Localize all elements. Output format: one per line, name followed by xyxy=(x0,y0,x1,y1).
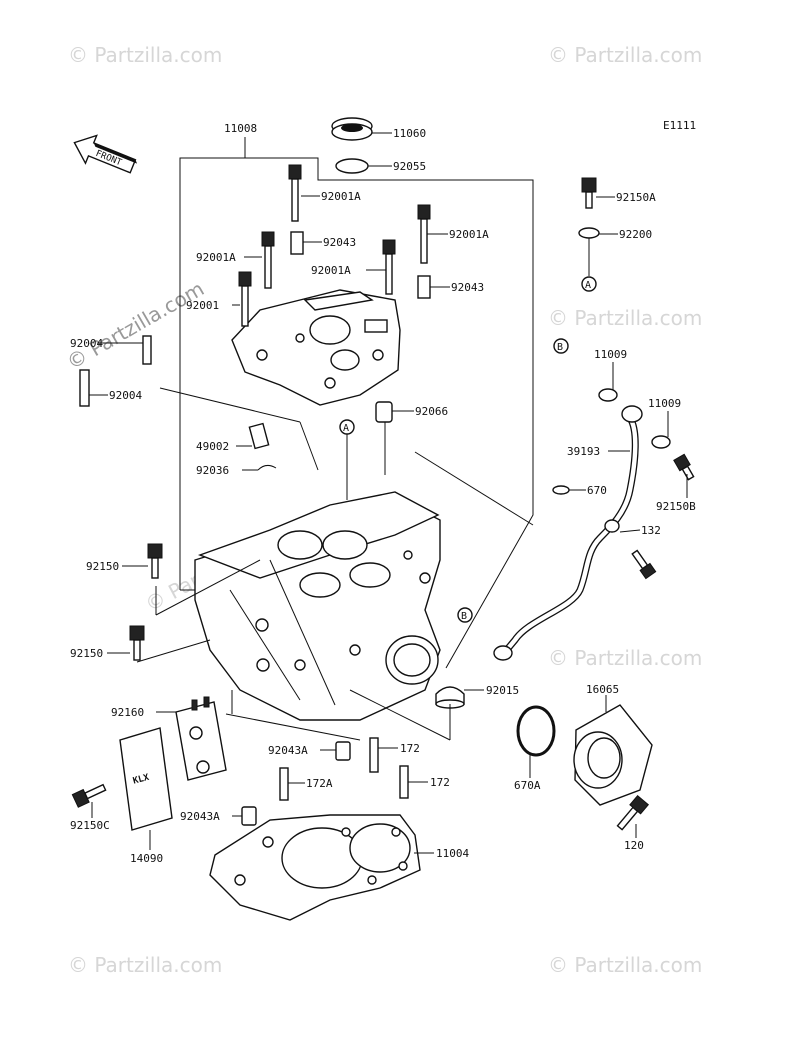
bolt-92001A-top xyxy=(288,164,302,222)
diagram-code: E1111 xyxy=(663,119,696,132)
label-11060: 11060 xyxy=(393,127,426,140)
bolt-132 xyxy=(631,549,657,580)
svg-text:B: B xyxy=(557,342,563,353)
ref-marker-b-head: B xyxy=(457,607,473,623)
gasket-11004 xyxy=(209,814,421,921)
label-92043-mid: 92043 xyxy=(451,281,484,294)
stud-92004-b xyxy=(79,369,90,407)
oring-670 xyxy=(552,485,570,495)
bolt-92150C xyxy=(71,783,107,808)
dowel-92066 xyxy=(375,401,393,423)
ref-marker-a-head: A xyxy=(339,419,355,435)
label-92001A-left: 92001A xyxy=(196,251,236,264)
svg-text:A: A xyxy=(585,280,591,291)
bolt-120 xyxy=(616,794,650,831)
oring-670A xyxy=(516,705,556,757)
label-92036: 92036 xyxy=(196,464,229,477)
plate-92160 xyxy=(175,696,227,781)
watermark-2: © Partzilla.com xyxy=(548,43,702,67)
bolt-92150A xyxy=(581,177,597,209)
stud-172-a xyxy=(369,737,379,773)
leader-lines xyxy=(89,132,688,854)
front-arrow: FRONT xyxy=(73,134,138,174)
label-14090: 14090 xyxy=(130,852,163,865)
label-11009-b: 11009 xyxy=(648,397,681,410)
seal-11060 xyxy=(331,117,373,141)
label-92001: 92001 xyxy=(186,299,219,312)
label-92200: 92200 xyxy=(619,228,652,241)
stud-172A xyxy=(279,767,289,801)
label-11004: 11004 xyxy=(436,847,469,860)
ref-marker-a-right: A xyxy=(581,276,597,292)
ref-marker-b-right: B xyxy=(553,338,569,354)
label-172-a: 172 xyxy=(400,742,420,755)
dowel-92043-top xyxy=(290,231,304,255)
bolt-92001A-right xyxy=(417,204,431,264)
label-11008: 11008 xyxy=(224,122,257,135)
dowel-92043-mid xyxy=(417,275,431,299)
label-92001A-right: 92001A xyxy=(449,228,489,241)
cover-14090: KLX xyxy=(119,727,173,831)
label-92150C: 92150C xyxy=(70,819,110,832)
oil-pipe-39193 xyxy=(493,405,643,661)
label-132: 132 xyxy=(641,524,661,537)
oring-92055 xyxy=(335,158,369,174)
label-92004-b: 92004 xyxy=(109,389,142,402)
holder-16065 xyxy=(573,704,653,806)
label-92043A-b: 92043A xyxy=(180,810,220,823)
bolt-92001A-left xyxy=(261,231,275,289)
label-92055: 92055 xyxy=(393,160,426,173)
camshaft-holder xyxy=(231,289,401,406)
watermark-4: © Partzilla.com xyxy=(548,646,702,670)
label-92160: 92160 xyxy=(111,706,144,719)
label-92015: 92015 xyxy=(486,684,519,697)
stud-172-b xyxy=(399,765,409,799)
label-92001A-mid: 92001A xyxy=(311,264,351,277)
label-92043A-a: 92043A xyxy=(268,744,308,757)
clip-92036 xyxy=(257,464,277,471)
part-labels: 11008 11060 92055 92001A 92043 92001A 92… xyxy=(70,122,696,865)
watermark-7: © Partzilla.com xyxy=(548,953,702,977)
pin-49002 xyxy=(248,422,270,450)
label-16065: 16065 xyxy=(586,683,619,696)
label-49002: 49002 xyxy=(196,440,229,453)
label-92001A-top: 92001A xyxy=(321,190,361,203)
svg-text:A: A xyxy=(343,423,349,434)
bolt-92150B xyxy=(673,453,695,481)
stud-92004-a xyxy=(142,335,152,365)
svg-text:B: B xyxy=(461,611,467,622)
label-670: 670 xyxy=(587,484,607,497)
washer-92200 xyxy=(578,227,600,239)
label-92150A: 92150A xyxy=(616,191,656,204)
label-670A: 670A xyxy=(514,779,541,792)
label-172A: 172A xyxy=(306,777,333,790)
dowel-92043A-a xyxy=(335,741,351,761)
label-172-b: 172 xyxy=(430,776,450,789)
label-92150-b: 92150 xyxy=(70,647,103,660)
watermark-6: © Partzilla.com xyxy=(68,953,222,977)
label-92150B: 92150B xyxy=(656,500,696,513)
bolt-92001-left xyxy=(238,271,252,327)
label-92150-a: 92150 xyxy=(86,560,119,573)
washer-11009-a xyxy=(598,388,618,402)
label-11009-a: 11009 xyxy=(594,348,627,361)
cylinder-head xyxy=(194,491,441,721)
label-92066: 92066 xyxy=(415,405,448,418)
watermark-3: © Partzilla.com xyxy=(548,306,702,330)
bolt-92150-b xyxy=(129,625,145,661)
label-92004-a: 92004 xyxy=(70,337,103,350)
label-39193: 39193 xyxy=(567,445,600,458)
watermark-1: © Partzilla.com xyxy=(68,43,222,67)
bolt-92150-a xyxy=(147,543,163,579)
dowel-92043A-b xyxy=(241,806,257,826)
watermark-8: © Partzilla.com xyxy=(63,276,209,374)
bolt-92001A-mid xyxy=(382,239,396,295)
svg-text:KLX: KLX xyxy=(132,773,151,787)
label-92043-top: 92043 xyxy=(323,236,356,249)
label-120: 120 xyxy=(624,839,644,852)
washer-11009-b xyxy=(651,435,671,449)
